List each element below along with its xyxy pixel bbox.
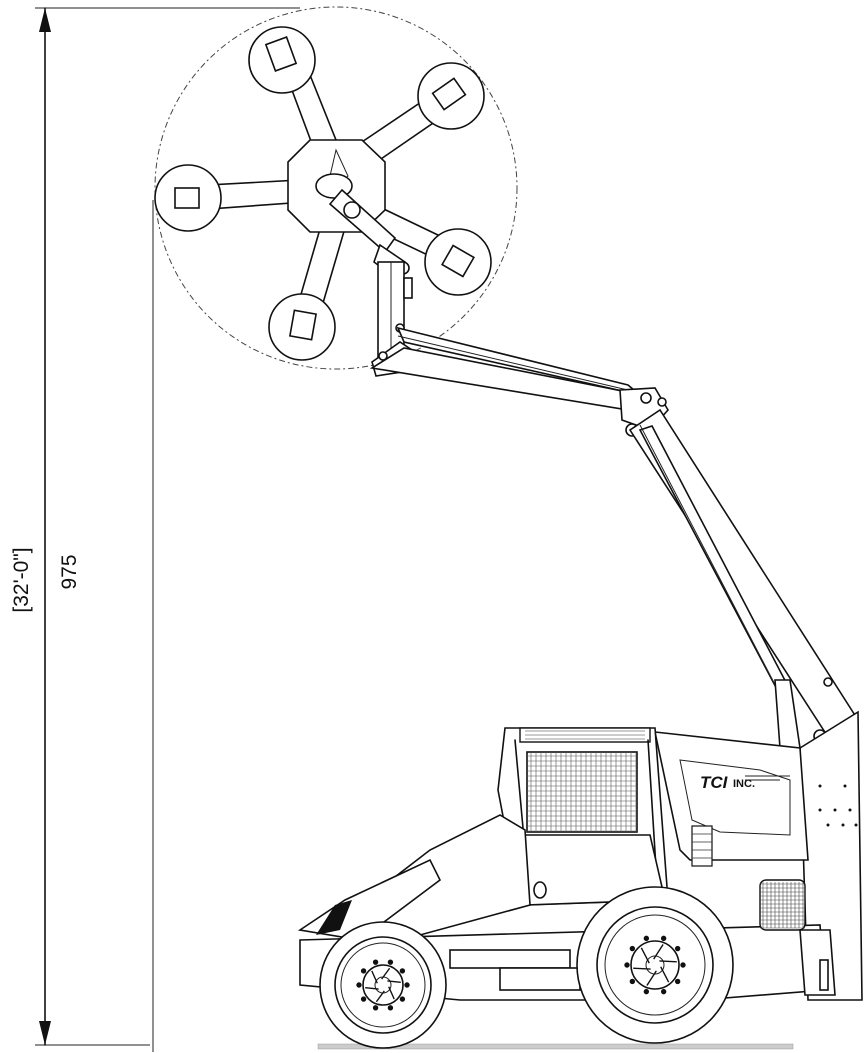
wheel-icon [576,886,734,1044]
boom [369,326,860,749]
vacuum-pad-icon [268,293,336,361]
vacuum-pad-icon [248,26,316,94]
dimension-imperial: [32'-0"] [10,547,33,612]
height-dimension: [32'-0"] 975 [10,7,300,1052]
engine-hood [653,731,809,861]
lift-cylinder [638,425,792,697]
wheel-front [319,921,447,1049]
side-vent [691,825,713,867]
grille-mesh [527,752,637,832]
logo-suffix: INC. [733,778,755,790]
ground-line [317,1043,794,1050]
dimension-arrow-bottom [39,1021,51,1045]
logo-main: TCI [700,773,729,792]
vacuum-pad-icon [424,228,492,296]
vacuum-pad-icon [417,62,485,130]
rotation-envelope [154,6,518,370]
dimension-arrow-top [39,8,51,32]
vacuum-pad-icon [154,164,222,232]
vacuum-lifter-head [154,6,518,370]
wheel-icon [319,921,447,1049]
dimension-metric: 975 [58,554,81,589]
wheel-rear [576,886,734,1044]
step-platform [449,949,571,969]
cab-grille-icon [526,751,638,833]
